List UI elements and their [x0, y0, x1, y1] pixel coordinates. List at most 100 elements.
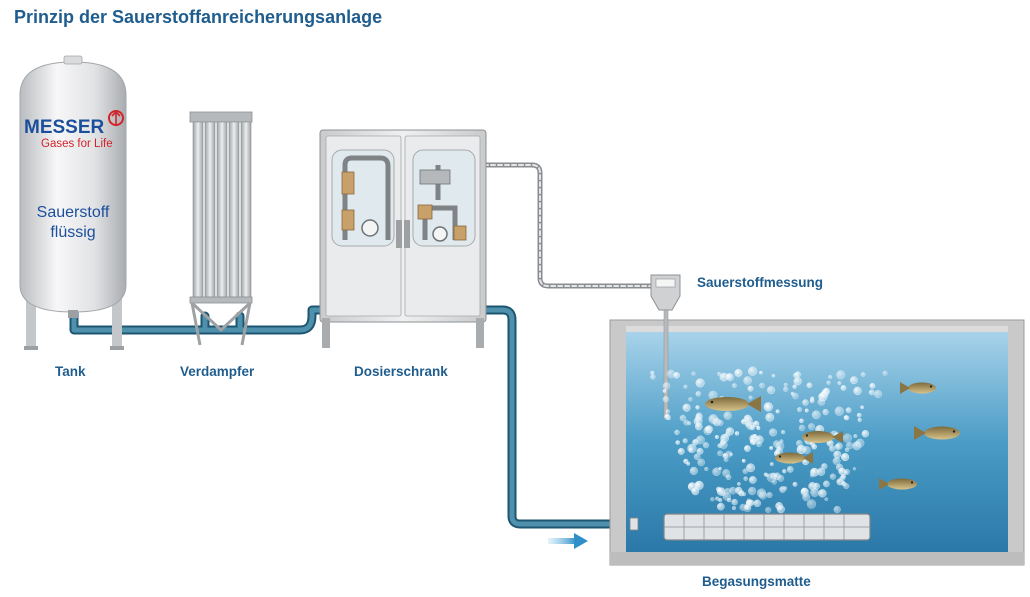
bubble: [717, 450, 723, 457]
bubble: [829, 473, 837, 480]
bubble: [855, 438, 865, 448]
bubble: [840, 385, 847, 391]
label-tank: Tank: [55, 364, 86, 379]
bubble: [792, 481, 798, 487]
bubble: [723, 457, 729, 462]
bubble: [842, 433, 853, 443]
bubble: [731, 506, 737, 511]
bubble: [809, 473, 814, 478]
bubble: [725, 450, 733, 458]
bubble: [804, 408, 809, 413]
bubble: [746, 463, 755, 473]
bubble: [689, 466, 698, 475]
bubble: [753, 499, 761, 507]
bubble: [771, 373, 776, 378]
label-oxygen-measurement: Sauerstoffmessung: [697, 275, 824, 290]
bubble: [834, 406, 844, 416]
oxygen-probe: [650, 274, 681, 419]
bubble: [708, 414, 718, 424]
fish-2: [802, 431, 843, 443]
bubble: [691, 371, 696, 376]
bubble: [823, 480, 830, 488]
bubble: [836, 370, 846, 380]
bubble: [682, 438, 688, 444]
bubble: [743, 476, 749, 482]
bubble: [683, 458, 689, 464]
tank-content-line1: Sauerstoff: [37, 204, 110, 221]
fish-3: [775, 452, 813, 464]
bubble: [798, 424, 806, 432]
bubble: [816, 467, 826, 476]
bubble: [756, 441, 762, 448]
bubble: [747, 366, 758, 376]
bubble: [836, 478, 844, 486]
measurement-cable: [481, 162, 655, 289]
bubble: [683, 384, 688, 389]
bubble: [776, 505, 785, 514]
bubble: [844, 468, 851, 475]
bubble: [821, 463, 828, 470]
bubble: [675, 440, 680, 445]
bubble: [747, 385, 754, 392]
bubble: [806, 382, 813, 389]
fish-6: [879, 478, 917, 490]
bubble: [753, 420, 760, 428]
bubble: [802, 399, 809, 406]
bubble: [744, 417, 754, 426]
bubble: [749, 438, 757, 445]
vaporizer: [189, 111, 253, 346]
bubble: [664, 413, 671, 421]
bubble: [833, 505, 841, 514]
bubble: [717, 502, 725, 511]
bubble: [808, 423, 816, 431]
page-title: Prinzip der Sauerstoffanreicherungsanlag…: [14, 7, 383, 27]
bubble: [834, 444, 841, 451]
bubble: [729, 486, 737, 495]
bubble: [783, 386, 789, 392]
bubble: [837, 381, 842, 385]
bubble: [747, 486, 757, 496]
label-dosing-cabinet: Dosierschrank: [354, 364, 448, 379]
bubble: [691, 487, 700, 496]
bubble: [756, 426, 761, 431]
bubble: [662, 396, 669, 403]
bubble: [687, 421, 692, 426]
bubble: [737, 482, 741, 486]
bubble: [765, 412, 775, 422]
bubble: [818, 489, 827, 498]
bubble: [665, 409, 670, 414]
bubble: [822, 409, 829, 416]
bubble: [749, 476, 757, 484]
bubble: [744, 445, 751, 452]
label-aeration-mat: Begasungsmatte: [702, 574, 811, 589]
bubble: [869, 382, 876, 389]
bubble: [679, 414, 687, 422]
bubble: [650, 370, 655, 375]
bubble: [696, 447, 704, 455]
bubble: [775, 409, 780, 414]
bubble: [793, 377, 802, 386]
bubble: [832, 457, 841, 465]
fish-1: [705, 396, 761, 412]
tank-content-line2: flüssig: [50, 224, 95, 241]
bubble: [745, 505, 750, 510]
bubble: [732, 383, 737, 388]
bubble: [725, 427, 735, 436]
bubble: [759, 370, 763, 375]
bubble: [853, 434, 858, 439]
bubble: [766, 386, 776, 395]
bubble: [769, 462, 774, 466]
label-vaporizer: Verdampfer: [180, 364, 255, 379]
bubble: [882, 370, 888, 376]
bubble: [716, 487, 726, 496]
bubble: [783, 486, 788, 491]
bubble: [697, 458, 706, 467]
bubble: [705, 425, 713, 434]
bubble: [742, 468, 748, 474]
bubble: [860, 405, 864, 410]
bubble: [693, 416, 703, 426]
bubble: [790, 391, 795, 396]
bubble: [718, 498, 723, 503]
bubble: [731, 498, 738, 506]
